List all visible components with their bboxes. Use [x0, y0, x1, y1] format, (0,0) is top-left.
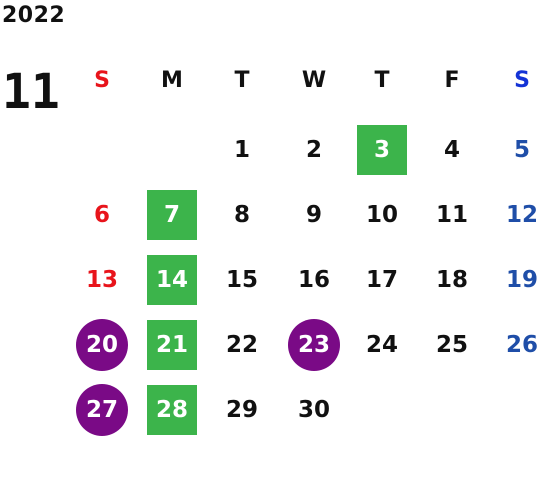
- day-2[interactable]: 2: [305, 137, 322, 163]
- day-17[interactable]: 17: [365, 267, 398, 293]
- day-3[interactable]: 3: [357, 125, 407, 175]
- day-9[interactable]: 9: [305, 202, 322, 228]
- day-20[interactable]: 20: [76, 319, 128, 371]
- day-19[interactable]: 19: [505, 267, 538, 293]
- day-14[interactable]: 14: [147, 255, 197, 305]
- day-26[interactable]: 26: [505, 332, 538, 358]
- weekday-sun: S: [94, 68, 110, 93]
- day-25[interactable]: 25: [435, 332, 468, 358]
- day-22[interactable]: 22: [225, 332, 258, 358]
- day-5[interactable]: 5: [513, 137, 530, 163]
- weekday-wed: W: [301, 68, 327, 93]
- weekday-mon: M: [161, 68, 183, 93]
- day-16[interactable]: 16: [297, 267, 330, 293]
- day-15[interactable]: 15: [225, 267, 258, 293]
- year-label: 2022: [2, 3, 66, 28]
- day-18[interactable]: 18: [435, 267, 468, 293]
- day-7[interactable]: 7: [147, 190, 197, 240]
- day-23[interactable]: 23: [288, 319, 340, 371]
- month-number: 11: [2, 64, 60, 120]
- day-4[interactable]: 4: [443, 137, 460, 163]
- day-8[interactable]: 8: [233, 202, 250, 228]
- day-13[interactable]: 13: [85, 267, 118, 293]
- weekday-thu: T: [374, 68, 390, 93]
- day-6[interactable]: 6: [93, 202, 110, 228]
- day-29[interactable]: 29: [225, 397, 258, 423]
- day-30[interactable]: 30: [297, 397, 330, 423]
- weekday-tue: T: [234, 68, 250, 93]
- weekday-fri: F: [444, 68, 460, 93]
- day-1[interactable]: 1: [233, 137, 250, 163]
- day-27[interactable]: 27: [76, 384, 128, 436]
- day-10[interactable]: 10: [365, 202, 398, 228]
- day-12[interactable]: 12: [505, 202, 538, 228]
- day-11[interactable]: 11: [435, 202, 468, 228]
- weekday-sat: S: [514, 68, 530, 93]
- day-21[interactable]: 21: [147, 320, 197, 370]
- day-24[interactable]: 24: [365, 332, 398, 358]
- day-28[interactable]: 28: [147, 385, 197, 435]
